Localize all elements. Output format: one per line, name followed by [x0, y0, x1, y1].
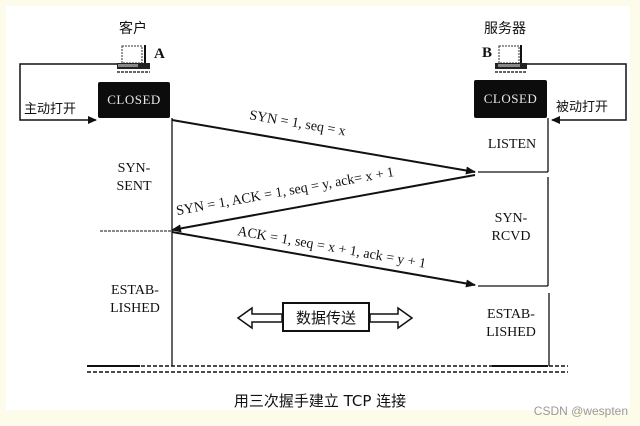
client-active-open-path: [19, 63, 117, 124]
message-arrow-syn: [171, 119, 476, 175]
server-state-listen: LISTEN: [487, 137, 537, 152]
client-computer-icon: [117, 45, 150, 73]
client-active-open-label: 主动打开: [24, 102, 77, 117]
data-transfer-box: 数据传送: [282, 302, 370, 332]
server-host-label: B: [482, 45, 493, 61]
server-label: 服务器: [484, 21, 526, 37]
server-closed-state: CLOSED: [474, 80, 547, 118]
client-state-established: ESTAB- LISHED: [110, 283, 160, 316]
server-passive-open-label: 被动打开: [556, 100, 609, 115]
server-state-established: ESTAB- LISHED: [486, 307, 536, 340]
message-arrow-ack: [171, 231, 476, 288]
client-label: 客户: [119, 21, 147, 37]
client-closed-state: CLOSED: [98, 82, 170, 118]
server-passive-open-path: [527, 63, 627, 124]
client-host-label: A: [154, 46, 165, 62]
diagram-canvas: [6, 6, 630, 410]
diagram-caption: 用三次握手建立 TCP 连接: [233, 392, 407, 410]
data-transfer-double-arrow: [236, 306, 414, 330]
server-computer-icon: [495, 45, 527, 73]
message-arrow-syn-ack: [171, 174, 476, 233]
server-state-syn-rcvd: SYN- RCVD: [491, 211, 531, 244]
client-state-syn-sent: SYN- SENT: [116, 161, 152, 194]
watermark: CSDN @wespten: [533, 404, 628, 418]
